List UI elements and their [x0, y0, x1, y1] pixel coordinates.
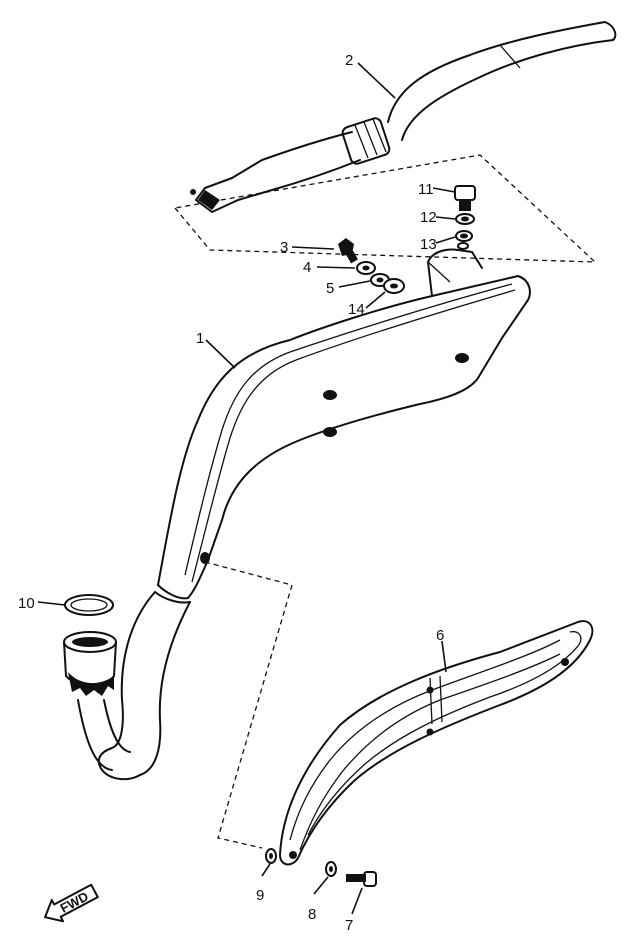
exhaust-flange	[63, 631, 117, 696]
forward-direction-arrow: FWD	[44, 883, 99, 923]
callout-1: 1	[196, 330, 204, 347]
part-3-bolt	[338, 238, 358, 264]
callout-12: 12	[420, 209, 437, 226]
assembly-reference-lines	[174, 154, 597, 849]
callout-3: 3	[280, 239, 288, 256]
part-8-washer	[325, 861, 337, 877]
callout-7: 7	[345, 917, 353, 934]
callout-2: 2	[345, 52, 353, 69]
part-12-washer	[455, 213, 475, 225]
fwd-label: FWD	[58, 889, 91, 916]
part-11-bolt	[454, 185, 476, 211]
callout-9: 9	[256, 887, 264, 904]
leader-lines	[37, 62, 456, 915]
part-9-grommet	[265, 848, 277, 864]
callout-14: 14	[348, 301, 365, 318]
callout-4: 4	[303, 259, 311, 276]
part-4-washer	[356, 261, 376, 275]
part-2-silencer-pipe	[190, 21, 617, 213]
part-1-exhaust-chamber	[77, 248, 531, 781]
callout-11: 11	[418, 181, 434, 198]
callout-13: 13	[420, 236, 437, 253]
callout-10: 10	[18, 595, 35, 612]
callout-6: 6	[436, 627, 444, 644]
callout-5: 5	[326, 280, 334, 297]
part-10-gasket	[64, 594, 114, 616]
part-13-washer	[455, 230, 473, 250]
callout-labels: 2 11 12 13 3 4 5 14 1 10 6 9 8 7	[18, 52, 444, 934]
part-14-washer	[383, 278, 405, 294]
callout-8: 8	[308, 906, 316, 923]
part-6-heat-guard	[279, 620, 594, 866]
part-7-bolt	[346, 871, 377, 887]
